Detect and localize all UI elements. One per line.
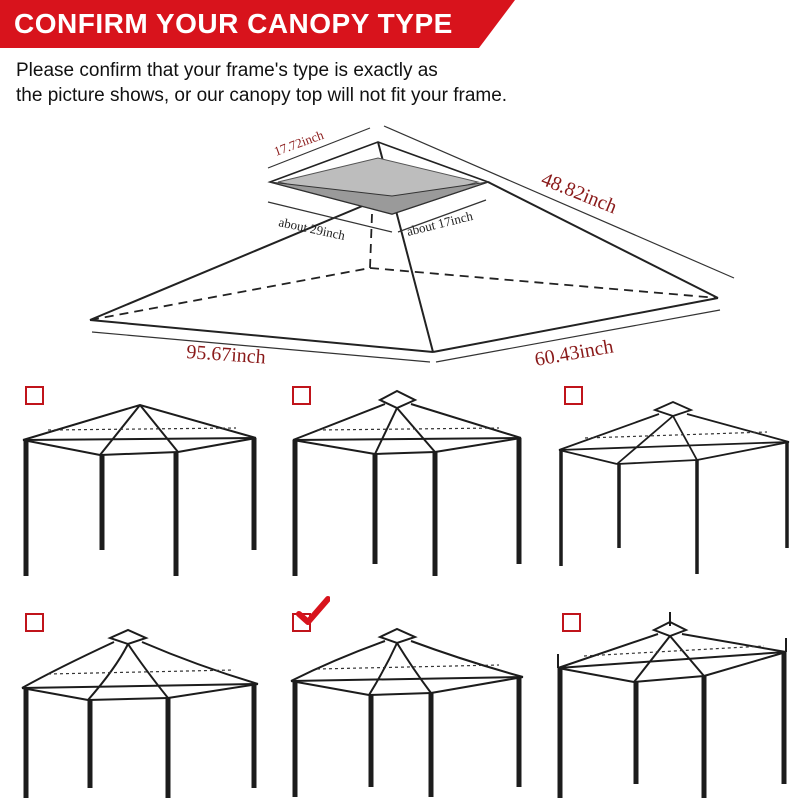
base-width-label: 60.43inch	[533, 335, 615, 370]
gazebo-frame-option-2[interactable]	[285, 388, 530, 580]
gazebo-frame-option-4[interactable]	[18, 628, 263, 800]
gazebo-frame-option-5[interactable]	[285, 625, 530, 800]
instruction-line-2: the picture shows, or our canopy top wil…	[16, 85, 508, 106]
option-4-checkbox[interactable]	[25, 613, 44, 632]
option-1-checkbox[interactable]	[25, 386, 44, 405]
vent-depth-label: about 17inch	[405, 208, 475, 239]
option-2-checkbox[interactable]	[292, 386, 311, 405]
canopy-dimension-diagram: 17.72inch about 29inch about 17inch 48.8…	[89, 125, 735, 371]
option-3-checkbox[interactable]	[564, 386, 583, 405]
gazebo-frame-option-1[interactable]	[18, 400, 263, 580]
instruction-text: Please confirm that your frame's type is…	[16, 58, 636, 108]
vent-width-label: 17.72inch	[272, 127, 326, 159]
gazebo-frame-option-3[interactable]	[555, 398, 795, 578]
gazebo-frame-option-6[interactable]	[552, 612, 794, 800]
base-length-label: 95.67inch	[186, 341, 267, 368]
instruction-line-1: Please confirm that your frame's type is…	[16, 60, 438, 81]
check-mark-icon	[296, 596, 330, 625]
page-title: CONFIRM YOUR CANOPY TYPE	[14, 8, 453, 39]
option-6-checkbox[interactable]	[562, 613, 581, 632]
title-banner	[0, 0, 515, 48]
